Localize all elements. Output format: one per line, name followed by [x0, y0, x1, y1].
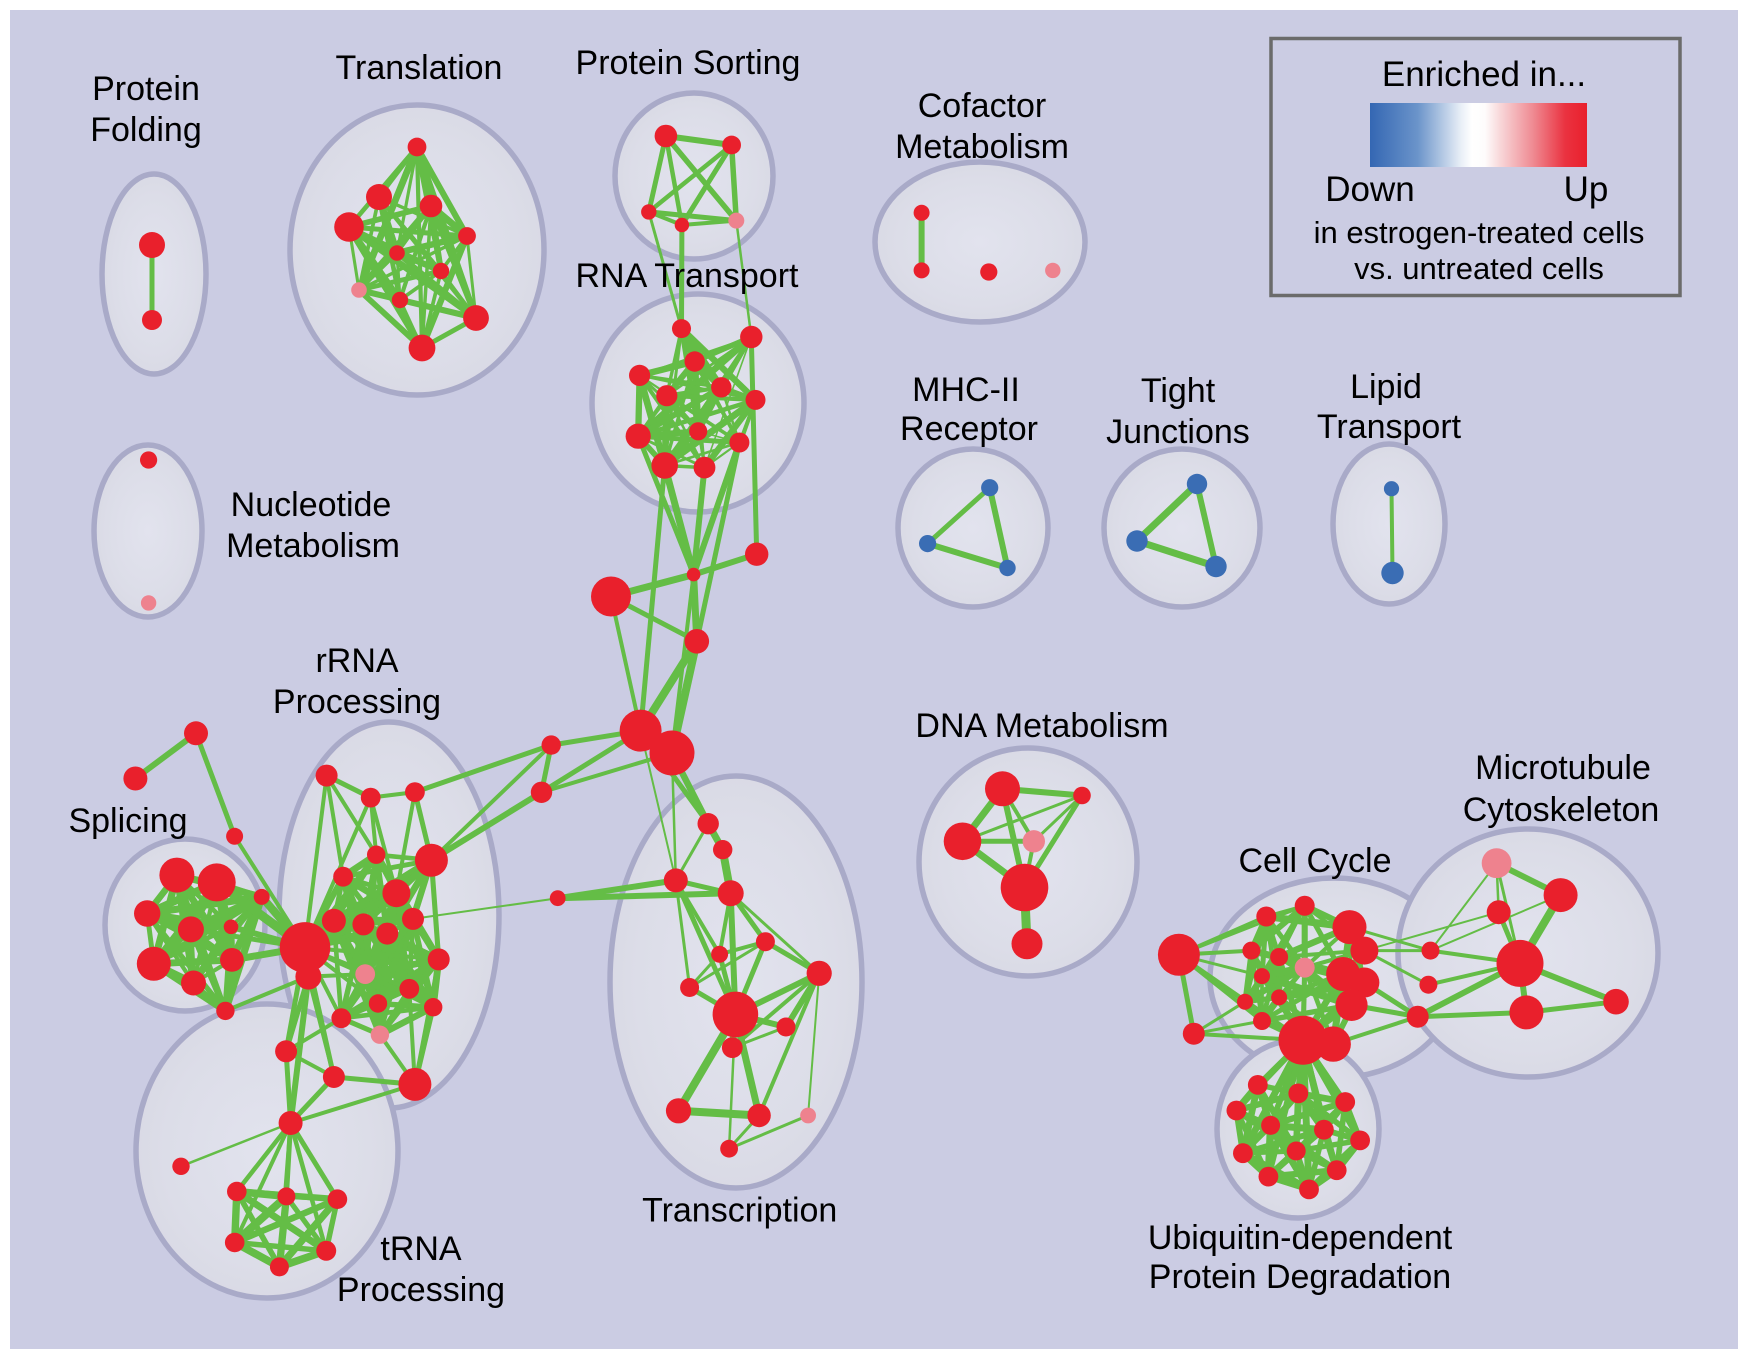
svg-text:Folding: Folding [90, 111, 202, 149]
svg-text:Metabolism: Metabolism [895, 128, 1069, 166]
svg-text:DNA Metabolism: DNA Metabolism [915, 707, 1168, 745]
svg-text:Translation: Translation [336, 49, 503, 87]
svg-text:Receptor: Receptor [900, 410, 1038, 448]
svg-text:Cytoskeleton: Cytoskeleton [1463, 791, 1660, 829]
svg-text:Protein: Protein [92, 70, 200, 108]
svg-text:Enriched in...: Enriched in... [1382, 55, 1586, 94]
svg-text:Splicing: Splicing [68, 802, 187, 840]
svg-text:Microtubule: Microtubule [1475, 749, 1651, 787]
svg-text:Lipid: Lipid [1350, 368, 1422, 406]
svg-text:Protein Sorting: Protein Sorting [576, 44, 801, 82]
svg-text:Processing: Processing [337, 1271, 505, 1309]
svg-text:MHC-II: MHC-II [912, 371, 1020, 409]
svg-text:Cofactor: Cofactor [918, 87, 1047, 125]
svg-text:Down: Down [1325, 170, 1414, 209]
svg-text:vs. untreated cells: vs. untreated cells [1354, 251, 1604, 286]
svg-text:Tight: Tight [1141, 372, 1216, 410]
svg-text:rRNA: rRNA [315, 642, 398, 680]
svg-text:RNA Transport: RNA Transport [576, 257, 800, 295]
svg-text:Ubiquitin-dependent: Ubiquitin-dependent [1148, 1219, 1453, 1257]
svg-text:Transport: Transport [1317, 408, 1462, 446]
svg-text:Protein Degradation: Protein Degradation [1149, 1258, 1451, 1296]
svg-text:in estrogen-treated cells: in estrogen-treated cells [1314, 215, 1645, 250]
svg-text:Cell Cycle: Cell Cycle [1238, 842, 1391, 880]
svg-text:Transcription: Transcription [642, 1192, 837, 1230]
svg-text:Junctions: Junctions [1106, 413, 1250, 451]
svg-text:Nucleotide: Nucleotide [231, 486, 392, 524]
svg-text:Up: Up [1564, 170, 1609, 209]
svg-text:tRNA: tRNA [380, 1230, 462, 1268]
svg-text:Metabolism: Metabolism [226, 527, 400, 565]
svg-text:Processing: Processing [273, 683, 441, 721]
